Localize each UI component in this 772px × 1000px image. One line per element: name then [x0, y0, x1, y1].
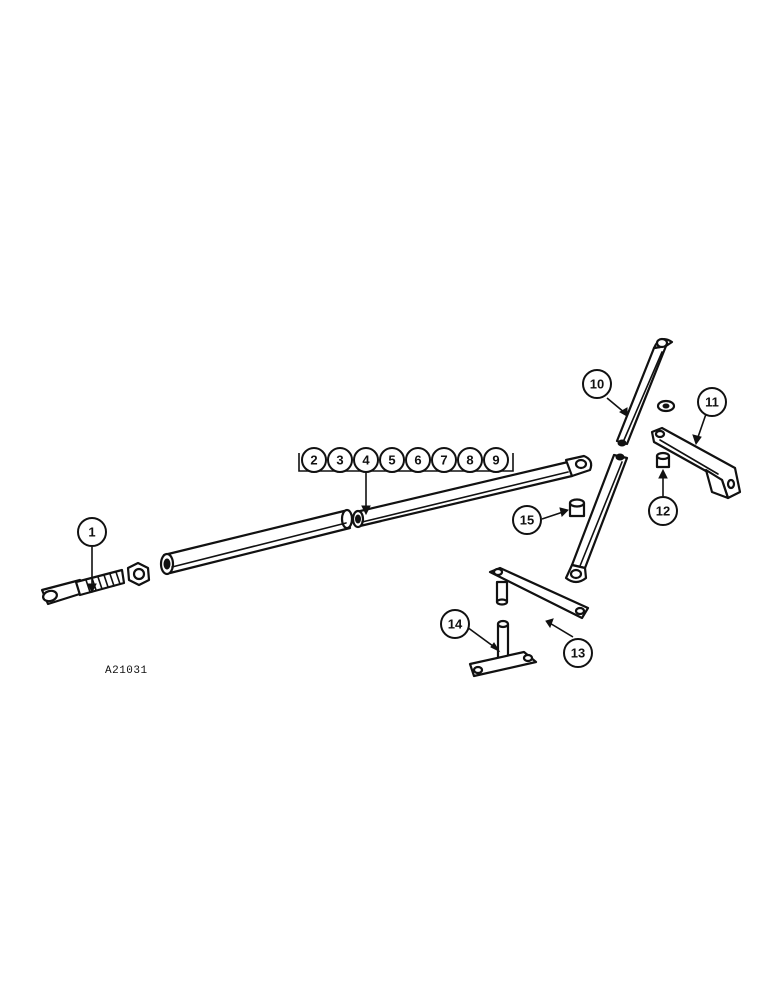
callout-3: 3: [327, 447, 353, 473]
washer-part: [656, 399, 676, 413]
callout-6-label: 6: [414, 453, 421, 468]
callout-2: 2: [301, 447, 327, 473]
callout-15: 15: [512, 505, 542, 535]
callout-6: 6: [405, 447, 431, 473]
callout-5-label: 5: [388, 453, 395, 468]
callout-7: 7: [431, 447, 457, 473]
pin-plate-lower-part: [468, 619, 538, 678]
callout-13: 13: [563, 638, 593, 668]
callout-10-label: 10: [590, 377, 604, 392]
callout-5: 5: [379, 447, 405, 473]
callout-12-label: 12: [656, 504, 670, 519]
callout-14: 14: [440, 609, 470, 639]
hex-nut-part: [126, 561, 151, 587]
small-bushing-part: [655, 451, 671, 469]
callout-9-label: 9: [492, 453, 499, 468]
callout-2-label: 2: [310, 453, 317, 468]
bushing-part: [568, 498, 586, 518]
callout-15-label: 15: [520, 513, 534, 528]
callout-10: 10: [582, 369, 612, 399]
callout-12: 12: [648, 496, 678, 526]
callout-13-label: 13: [571, 646, 585, 661]
callout-4: 4: [353, 447, 379, 473]
upper-link-rod-part: [615, 337, 674, 447]
callout-11-label: 11: [705, 395, 719, 410]
group-leader-arrow: [361, 505, 371, 516]
group-bracket: [298, 453, 514, 472]
callout-3-label: 3: [336, 453, 343, 468]
callout-14-label: 14: [448, 617, 463, 632]
callout-9: 9: [483, 447, 509, 473]
callout-4-label: 4: [362, 453, 370, 468]
tube-left-section: [159, 508, 354, 576]
tube-right-section: [351, 454, 593, 529]
rod-end-part: [40, 568, 126, 606]
callout-8-label: 8: [466, 453, 473, 468]
lower-link-rod-part: [564, 453, 629, 584]
drawing-code: A21031: [105, 665, 148, 677]
callout-7-label: 7: [440, 453, 447, 468]
callout-11: 11: [697, 387, 727, 417]
callout-1: 1: [77, 517, 107, 547]
leader-lines: [87, 397, 707, 653]
callout-8: 8: [457, 447, 483, 473]
bracket-part: [650, 426, 742, 500]
callout-1-label: 1: [88, 525, 95, 540]
pin-plate-upper-part: [488, 566, 590, 620]
